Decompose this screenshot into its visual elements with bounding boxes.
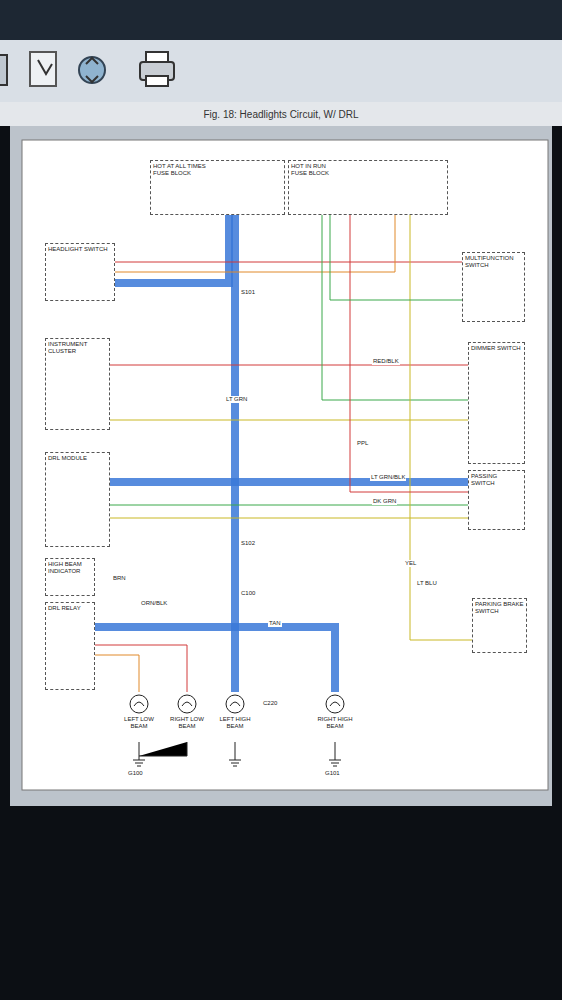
window-titlebar — [0, 102, 562, 126]
highlighted-wire — [95, 627, 335, 692]
circuit-label: S102 — [240, 540, 256, 547]
fuse-block: HOT AT ALL TIMESFUSE BLOCK — [150, 160, 285, 215]
component-name: LEFT HIGH BEAM — [216, 716, 254, 730]
circuit-label: LT BLU — [416, 580, 438, 587]
headlamp: RIGHT LOW BEAM — [166, 692, 208, 742]
circuit-label: ORN/BLK — [140, 600, 168, 607]
switch-box: PASSING SWITCH — [468, 470, 525, 530]
figure-title: Fig. 18: Headlights Circuit, W/ DRL — [203, 109, 358, 120]
component-name: HIGH BEAM INDICATOR — [48, 561, 92, 575]
switch-box: MULTIFUNCTION SWITCH — [462, 252, 525, 322]
toolbar — [0, 40, 562, 102]
bulb-symbol — [166, 692, 208, 716]
component-name: RIGHT HIGH BEAM — [316, 716, 354, 730]
component-name: FUSE BLOCK — [291, 170, 445, 177]
wire-color-label: TAN — [268, 620, 282, 627]
indicator-box: HIGH BEAM INDICATOR — [45, 558, 95, 596]
monitor-bezel — [0, 0, 562, 40]
bulb-symbol — [214, 692, 256, 716]
wire-color-label: RED/BLK — [372, 358, 400, 365]
component-name: INSTRUMENT CLUSTER — [48, 341, 107, 355]
switch-box: HEADLIGHT SWITCH — [45, 243, 115, 301]
component-name: MULTIFUNCTION SWITCH — [465, 255, 522, 269]
wire — [322, 215, 468, 400]
circuit-label: C220 — [262, 700, 278, 707]
switch-box: DIMMER SWITCH — [468, 342, 525, 464]
circuit-label: G101 — [324, 770, 341, 777]
wire — [110, 518, 468, 519]
module-box: DRL MODULE — [45, 452, 110, 547]
cluster-box: INSTRUMENT CLUSTER — [45, 338, 110, 430]
component-name: LEFT LOW BEAM — [120, 716, 158, 730]
bulb-symbol — [314, 692, 356, 716]
circuit-label: C100 — [240, 590, 256, 597]
component-name: RIGHT LOW BEAM — [168, 716, 206, 730]
component-name: PARKING BRAKE SWITCH — [475, 601, 524, 615]
wire — [115, 215, 395, 272]
highlighted-wire — [110, 478, 468, 486]
circuit-label: G100 — [127, 770, 144, 777]
component-name: FUSE BLOCK — [153, 170, 282, 177]
circuit-label: PPL — [356, 440, 369, 447]
circuit-label: BRN — [112, 575, 127, 582]
fuse-block: HOT IN RUNFUSE BLOCK — [288, 160, 448, 215]
relay-box: DRL RELAY — [45, 602, 95, 690]
component-name: HOT AT ALL TIMES — [153, 163, 282, 170]
component-name: DRL RELAY — [48, 605, 92, 612]
component-name: DIMMER SWITCH — [471, 345, 522, 352]
headlamp: LEFT HIGH BEAM — [214, 692, 256, 742]
headlamp: LEFT LOW BEAM — [118, 692, 160, 742]
wire-color-label: LT GRN/BLK — [370, 474, 406, 481]
highlighted-wire — [115, 215, 229, 283]
toolbar-icons — [0, 52, 174, 86]
wire — [110, 420, 468, 421]
headlamp: RIGHT HIGH BEAM — [314, 692, 356, 742]
wire — [95, 645, 187, 692]
wire — [350, 215, 468, 492]
component-name: HEADLIGHT SWITCH — [48, 246, 112, 253]
wire — [110, 365, 468, 366]
diagram-page — [22, 140, 548, 790]
component-name: PASSING SWITCH — [471, 473, 522, 487]
wire-color-label: LT GRN — [225, 396, 248, 403]
monitor-bezel — [0, 806, 562, 1000]
component-name: DRL MODULE — [48, 455, 107, 462]
switch-box: PARKING BRAKE SWITCH — [472, 598, 527, 653]
ground-wires — [133, 742, 341, 766]
wire-color-label: DK GRN — [372, 498, 397, 505]
component-name: HOT IN RUN — [291, 163, 445, 170]
wire — [330, 215, 462, 300]
wire — [110, 505, 468, 506]
bulb-symbol — [118, 692, 160, 716]
wire-color-label: YEL — [404, 560, 417, 567]
window-frame — [10, 126, 552, 806]
wire — [95, 655, 139, 692]
circuit-label: S101 — [240, 289, 256, 296]
